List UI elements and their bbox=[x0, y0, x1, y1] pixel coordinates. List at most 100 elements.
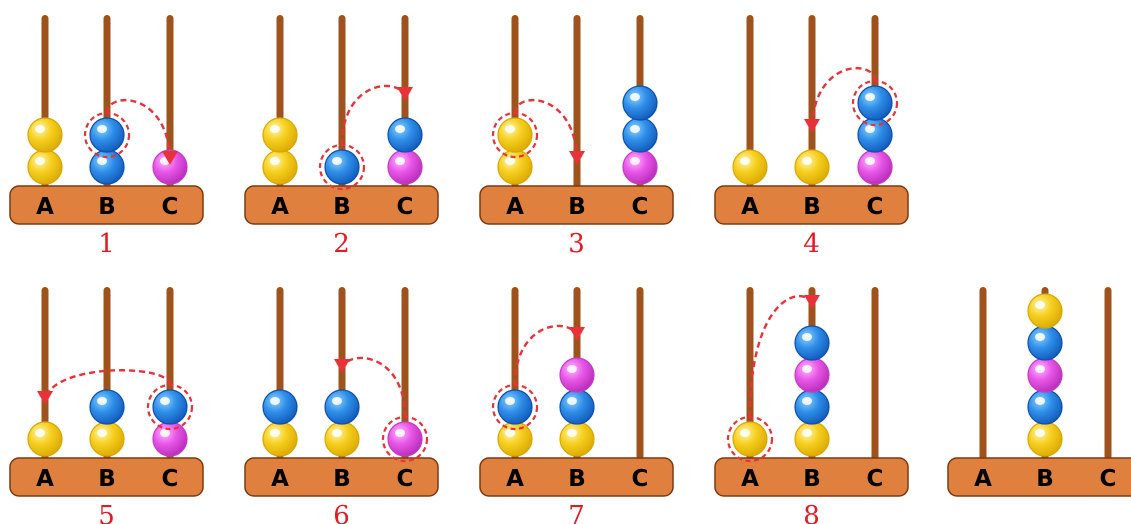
rod-B bbox=[808, 15, 816, 188]
bead-blue bbox=[324, 149, 360, 185]
rod-A bbox=[746, 15, 754, 188]
abacus-base bbox=[244, 457, 439, 497]
bead-yellow bbox=[1027, 421, 1063, 457]
bead-blue bbox=[89, 389, 125, 425]
move-arrowhead-icon bbox=[397, 87, 413, 101]
rod-label-B: B bbox=[803, 194, 821, 220]
rod-label-A: A bbox=[974, 466, 992, 492]
move-arrowhead-icon bbox=[569, 327, 585, 341]
rod-label-B: B bbox=[568, 466, 586, 492]
bead-magenta bbox=[152, 421, 188, 457]
move-arrowhead-icon bbox=[804, 119, 820, 133]
abacus-panel-6: A B C 6 bbox=[244, 287, 439, 524]
bead-yellow bbox=[497, 117, 533, 153]
bead-yellow bbox=[27, 421, 63, 457]
bead-blue bbox=[324, 389, 360, 425]
rod-label-C: C bbox=[162, 194, 179, 220]
bead-magenta bbox=[857, 149, 893, 185]
abacus-panel-5: A B C 5 bbox=[9, 287, 204, 524]
abacus-panel-7: A B C 7 bbox=[479, 287, 674, 524]
move-arrowhead-icon bbox=[162, 151, 178, 165]
rod-label-A: A bbox=[741, 466, 759, 492]
move-arrowhead-icon bbox=[804, 295, 820, 309]
step-number: 8 bbox=[803, 501, 820, 524]
abacus-base bbox=[947, 457, 1131, 497]
bead-blue bbox=[1027, 325, 1063, 361]
abacus-panel-3: A B C 3 bbox=[479, 15, 674, 259]
rod-label-C: C bbox=[162, 466, 179, 492]
move-arrowhead-icon bbox=[334, 359, 350, 373]
abacus-base bbox=[714, 457, 909, 497]
bead-blue bbox=[622, 85, 658, 121]
bead-magenta bbox=[152, 149, 188, 185]
bead-yellow bbox=[262, 421, 298, 457]
bead-yellow bbox=[497, 149, 533, 185]
rod-label-A: A bbox=[36, 194, 54, 220]
rod-label-A: A bbox=[506, 466, 524, 492]
bead-magenta bbox=[1027, 357, 1063, 393]
bead-yellow bbox=[732, 149, 768, 185]
move-arrowhead-icon bbox=[37, 391, 53, 405]
rod-label-B: B bbox=[803, 466, 821, 492]
bead-blue bbox=[1027, 389, 1063, 425]
bead-blue bbox=[794, 389, 830, 425]
step-number: 7 bbox=[568, 501, 585, 524]
rod-label-B: B bbox=[333, 466, 351, 492]
step-number: 2 bbox=[333, 229, 350, 259]
abacus-panel-8: A B C 8 bbox=[714, 287, 909, 524]
step-number: 6 bbox=[333, 501, 350, 524]
rod-label-C: C bbox=[397, 466, 414, 492]
bead-blue bbox=[152, 389, 188, 425]
bead-yellow bbox=[794, 149, 830, 185]
move-arrowhead-icon bbox=[569, 151, 585, 165]
move-arrow bbox=[513, 324, 579, 386]
bead-yellow bbox=[262, 149, 298, 185]
step-number: 3 bbox=[568, 229, 585, 259]
bead-yellow bbox=[559, 421, 595, 457]
abacus-base bbox=[714, 185, 909, 225]
bead-blue bbox=[622, 117, 658, 153]
bead-magenta bbox=[622, 149, 658, 185]
rod-label-C: C bbox=[397, 194, 414, 220]
rod-label-A: A bbox=[741, 194, 759, 220]
bead-magenta bbox=[794, 357, 830, 393]
abacus-base bbox=[9, 457, 204, 497]
rod-A bbox=[979, 287, 987, 460]
abacus-panel-4: A B C 4 bbox=[714, 15, 909, 259]
rod-label-B: B bbox=[333, 194, 351, 220]
rod-C bbox=[871, 287, 879, 460]
rod-label-A: A bbox=[36, 466, 54, 492]
bead-yellow bbox=[262, 117, 298, 153]
rod-label-C: C bbox=[632, 466, 649, 492]
bead-yellow bbox=[497, 421, 533, 457]
rod-label-C: C bbox=[632, 194, 649, 220]
abacus-base bbox=[244, 185, 439, 225]
abacus-base bbox=[9, 185, 204, 225]
bead-blue bbox=[387, 117, 423, 153]
rod-label-A: A bbox=[506, 194, 524, 220]
rod-label-B: B bbox=[568, 194, 586, 220]
rod-label-A: A bbox=[271, 466, 289, 492]
bead-yellow bbox=[794, 421, 830, 457]
bead-yellow bbox=[89, 421, 125, 457]
rod-label-C: C bbox=[867, 466, 884, 492]
bead-blue bbox=[857, 117, 893, 153]
abacus-base bbox=[479, 457, 674, 497]
step-number: 5 bbox=[98, 501, 115, 524]
abacus-base bbox=[479, 185, 674, 225]
bead-magenta bbox=[387, 149, 423, 185]
step-number: 4 bbox=[803, 229, 820, 259]
rod-label-C: C bbox=[867, 194, 884, 220]
step-number: 1 bbox=[98, 229, 115, 259]
bead-blue bbox=[89, 117, 125, 153]
bead-blue bbox=[794, 325, 830, 361]
rod-label-B: B bbox=[98, 466, 116, 492]
bead-blue bbox=[262, 389, 298, 425]
bead-yellow bbox=[1027, 293, 1063, 329]
bead-blue bbox=[559, 389, 595, 425]
bead-blue bbox=[497, 389, 533, 425]
rod-label-C: C bbox=[1100, 466, 1117, 492]
